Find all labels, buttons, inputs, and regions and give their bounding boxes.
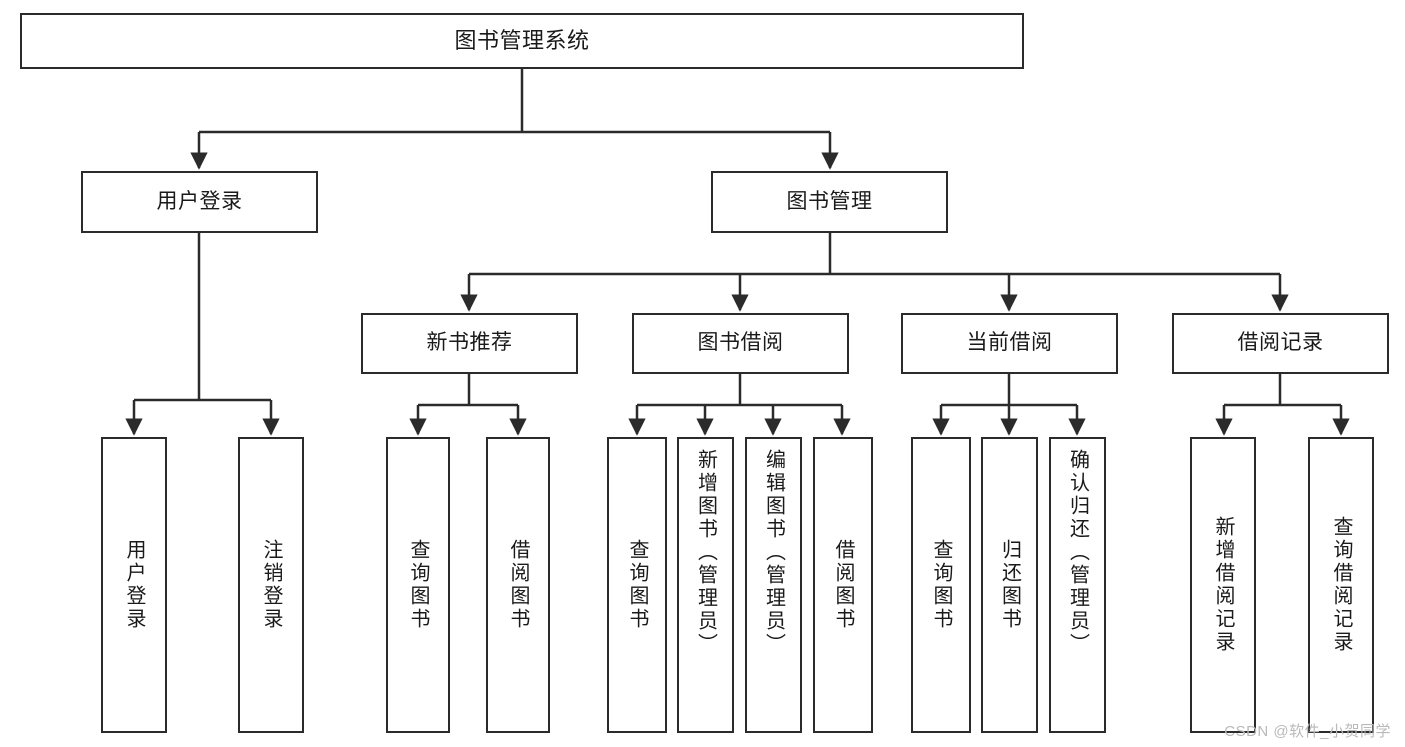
leaf-borrow-book[interactable]: 借阅图书 [813,437,873,733]
node-book-borrow[interactable]: 图书借阅 [632,313,849,374]
node-label: 编辑图书（管理员） [762,449,785,656]
node-label: 新书推荐 [426,331,513,355]
node-label: 用户登录 [123,539,145,631]
leaf-query-borrow-record[interactable]: 查询借阅记录 [1308,437,1374,733]
node-new-book-recommend[interactable]: 新书推荐 [361,313,578,374]
node-label: 查询图书 [626,539,648,631]
node-label: 图书借阅 [697,331,784,355]
leaf-add-borrow-record[interactable]: 新增借阅记录 [1190,437,1256,733]
node-borrow-record[interactable]: 借阅记录 [1172,313,1389,374]
node-label: 借阅图书 [507,539,529,631]
node-label: 查询图书 [407,539,429,631]
node-label: 借阅图书 [832,539,854,631]
node-label: 新增借阅记录 [1212,516,1234,654]
node-label: 查询借阅记录 [1330,516,1352,654]
leaf-user-login[interactable]: 用户登录 [101,437,167,733]
leaf-query-book-current[interactable]: 查询图书 [911,437,971,733]
leaf-query-book-borrow[interactable]: 查询图书 [607,437,667,733]
node-user-login[interactable]: 用户登录 [81,171,318,233]
node-label: 借阅记录 [1237,331,1324,355]
node-label: 用户登录 [156,189,243,213]
node-label: 当前借阅 [966,331,1053,355]
node-label: 确认归还（管理员） [1066,449,1089,656]
leaf-borrow-book-recommend[interactable]: 借阅图书 [486,437,550,733]
node-label: 注销登录 [260,539,282,631]
leaf-confirm-return-admin[interactable]: 确认归还（管理员） [1049,437,1106,733]
leaf-add-book-admin[interactable]: 新增图书（管理员） [677,437,734,733]
node-label: 图书管理 [786,189,873,213]
node-current-borrow[interactable]: 当前借阅 [901,313,1118,374]
node-label: 图书管理系统 [454,28,590,54]
node-label: 查询图书 [930,539,952,631]
leaf-return-book[interactable]: 归还图书 [981,437,1038,733]
node-book-manage[interactable]: 图书管理 [711,171,948,233]
node-label: 新增图书（管理员） [694,449,717,656]
node-root-book-management-system[interactable]: 图书管理系统 [20,13,1024,69]
leaf-query-book-recommend[interactable]: 查询图书 [386,437,450,733]
leaf-logout-login[interactable]: 注销登录 [238,437,304,733]
leaf-edit-book-admin[interactable]: 编辑图书（管理员） [745,437,802,733]
node-label: 归还图书 [998,539,1021,631]
